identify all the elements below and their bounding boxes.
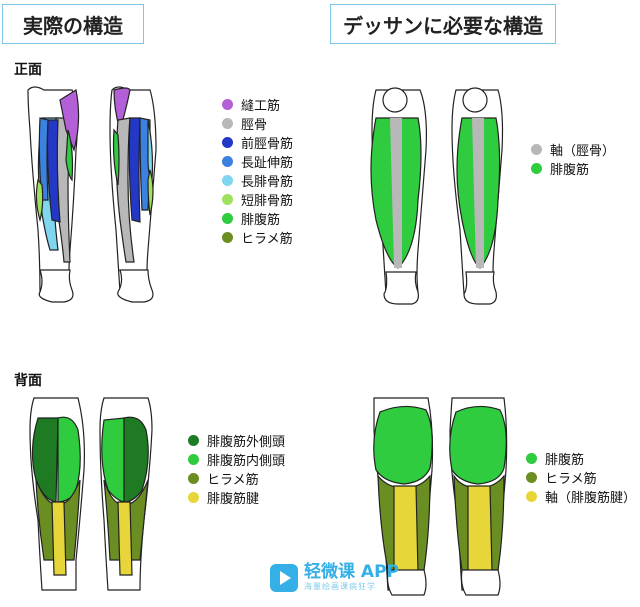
leg-back-actual-right	[99, 397, 153, 591]
legend-label: ヒラメ筋	[241, 232, 293, 247]
legend-label: 軸（腓腹筋腱）	[545, 491, 637, 506]
play-icon	[270, 563, 298, 592]
legend-label: 腓腹筋腱	[207, 492, 260, 507]
legend-front-drawing: 軸（脛骨） 腓腹筋	[531, 140, 615, 178]
legend-item: ヒラメ筋	[188, 469, 285, 488]
section-label-front: 正面	[14, 62, 42, 78]
legend-label: 軸（脛骨）	[550, 144, 616, 159]
leg-back-actual-left	[29, 397, 85, 591]
legend-item: 短腓骨筋	[222, 190, 293, 209]
legend-label: 長趾伸筋	[241, 156, 294, 171]
legend-label: 腓腹筋	[241, 213, 281, 228]
swatch-dot	[222, 118, 233, 129]
watermark: 轻微课 APP 海量绘画课病狂学	[270, 563, 399, 592]
legend-front-actual: 縫工筋 脛骨 前脛骨筋 長趾伸筋 長腓骨筋 短腓骨筋 腓腹筋 ヒラメ筋	[222, 95, 293, 247]
legend-item: 脛骨	[222, 114, 293, 133]
swatch-dot	[222, 175, 233, 186]
legend-item: ヒラメ筋	[526, 468, 636, 487]
swatch-dot	[188, 454, 199, 465]
swatch-dot	[526, 453, 537, 464]
swatch-dot	[222, 213, 233, 224]
leg-front-actual-right	[109, 86, 157, 303]
legend-item: 腓腹筋	[526, 449, 636, 468]
legend-item: 縫工筋	[222, 95, 293, 114]
legend-label: ヒラメ筋	[207, 473, 259, 488]
legend-back-actual: 腓腹筋外側頭 腓腹筋内側頭 ヒラメ筋 腓腹筋腱	[188, 431, 285, 507]
legend-label: ヒラメ筋	[545, 472, 597, 487]
legend-item: 軸（脛骨）	[531, 140, 615, 159]
legend-label: 腓腹筋外側頭	[207, 435, 286, 450]
legend-item: 前脛骨筋	[222, 133, 293, 152]
legend-item: 腓腹筋外側頭	[188, 431, 285, 450]
swatch-dot	[526, 491, 537, 502]
swatch-dot	[526, 472, 537, 483]
swatch-dot	[222, 194, 233, 205]
legend-item: ヒラメ筋	[222, 228, 293, 247]
swatch-dot	[222, 99, 233, 110]
legend-label: 縫工筋	[241, 99, 281, 114]
legend-item: 軸（腓腹筋腱）	[526, 487, 636, 506]
legend-item: 腓腹筋	[531, 159, 615, 178]
watermark-brand: 轻微课 APP	[304, 562, 399, 582]
legend-back-drawing: 腓腹筋 ヒラメ筋 軸（腓腹筋腱）	[526, 449, 636, 506]
legend-label: 腓腹筋	[550, 163, 590, 178]
legend-item: 腓腹筋	[222, 209, 293, 228]
legend-item: 長腓骨筋	[222, 171, 293, 190]
legend-label: 腓腹筋内側頭	[207, 454, 286, 469]
legend-label: 長腓骨筋	[241, 175, 294, 190]
leg-front-drawing-right	[451, 87, 504, 305]
swatch-dot	[531, 163, 542, 174]
legend-item: 長趾伸筋	[222, 152, 293, 171]
leg-back-drawing-left	[373, 397, 434, 596]
leg-back-drawing-right	[449, 397, 508, 596]
swatch-dot	[222, 232, 233, 243]
legend-item: 腓腹筋内側頭	[188, 450, 285, 469]
legend-label: 脛骨	[241, 118, 268, 133]
swatch-dot	[222, 156, 233, 167]
swatch-dot	[222, 137, 233, 148]
legend-label: 短腓骨筋	[241, 194, 294, 209]
swatch-dot	[188, 435, 199, 446]
legend-item: 腓腹筋腱	[188, 488, 285, 507]
section-label-back: 背面	[14, 373, 42, 389]
watermark-tagline: 海量绘画课病狂学	[304, 582, 376, 591]
leg-front-actual-left	[27, 86, 80, 303]
legend-label: 腓腹筋	[545, 453, 585, 468]
legend-label: 前脛骨筋	[241, 137, 294, 152]
swatch-dot	[531, 144, 542, 155]
swatch-dot	[188, 492, 199, 503]
title-actual-structure: 実際の構造	[2, 4, 144, 44]
swatch-dot	[188, 473, 199, 484]
title-drawing-structure: デッサンに必要な構造	[330, 4, 556, 44]
leg-front-drawing-left	[370, 87, 427, 305]
